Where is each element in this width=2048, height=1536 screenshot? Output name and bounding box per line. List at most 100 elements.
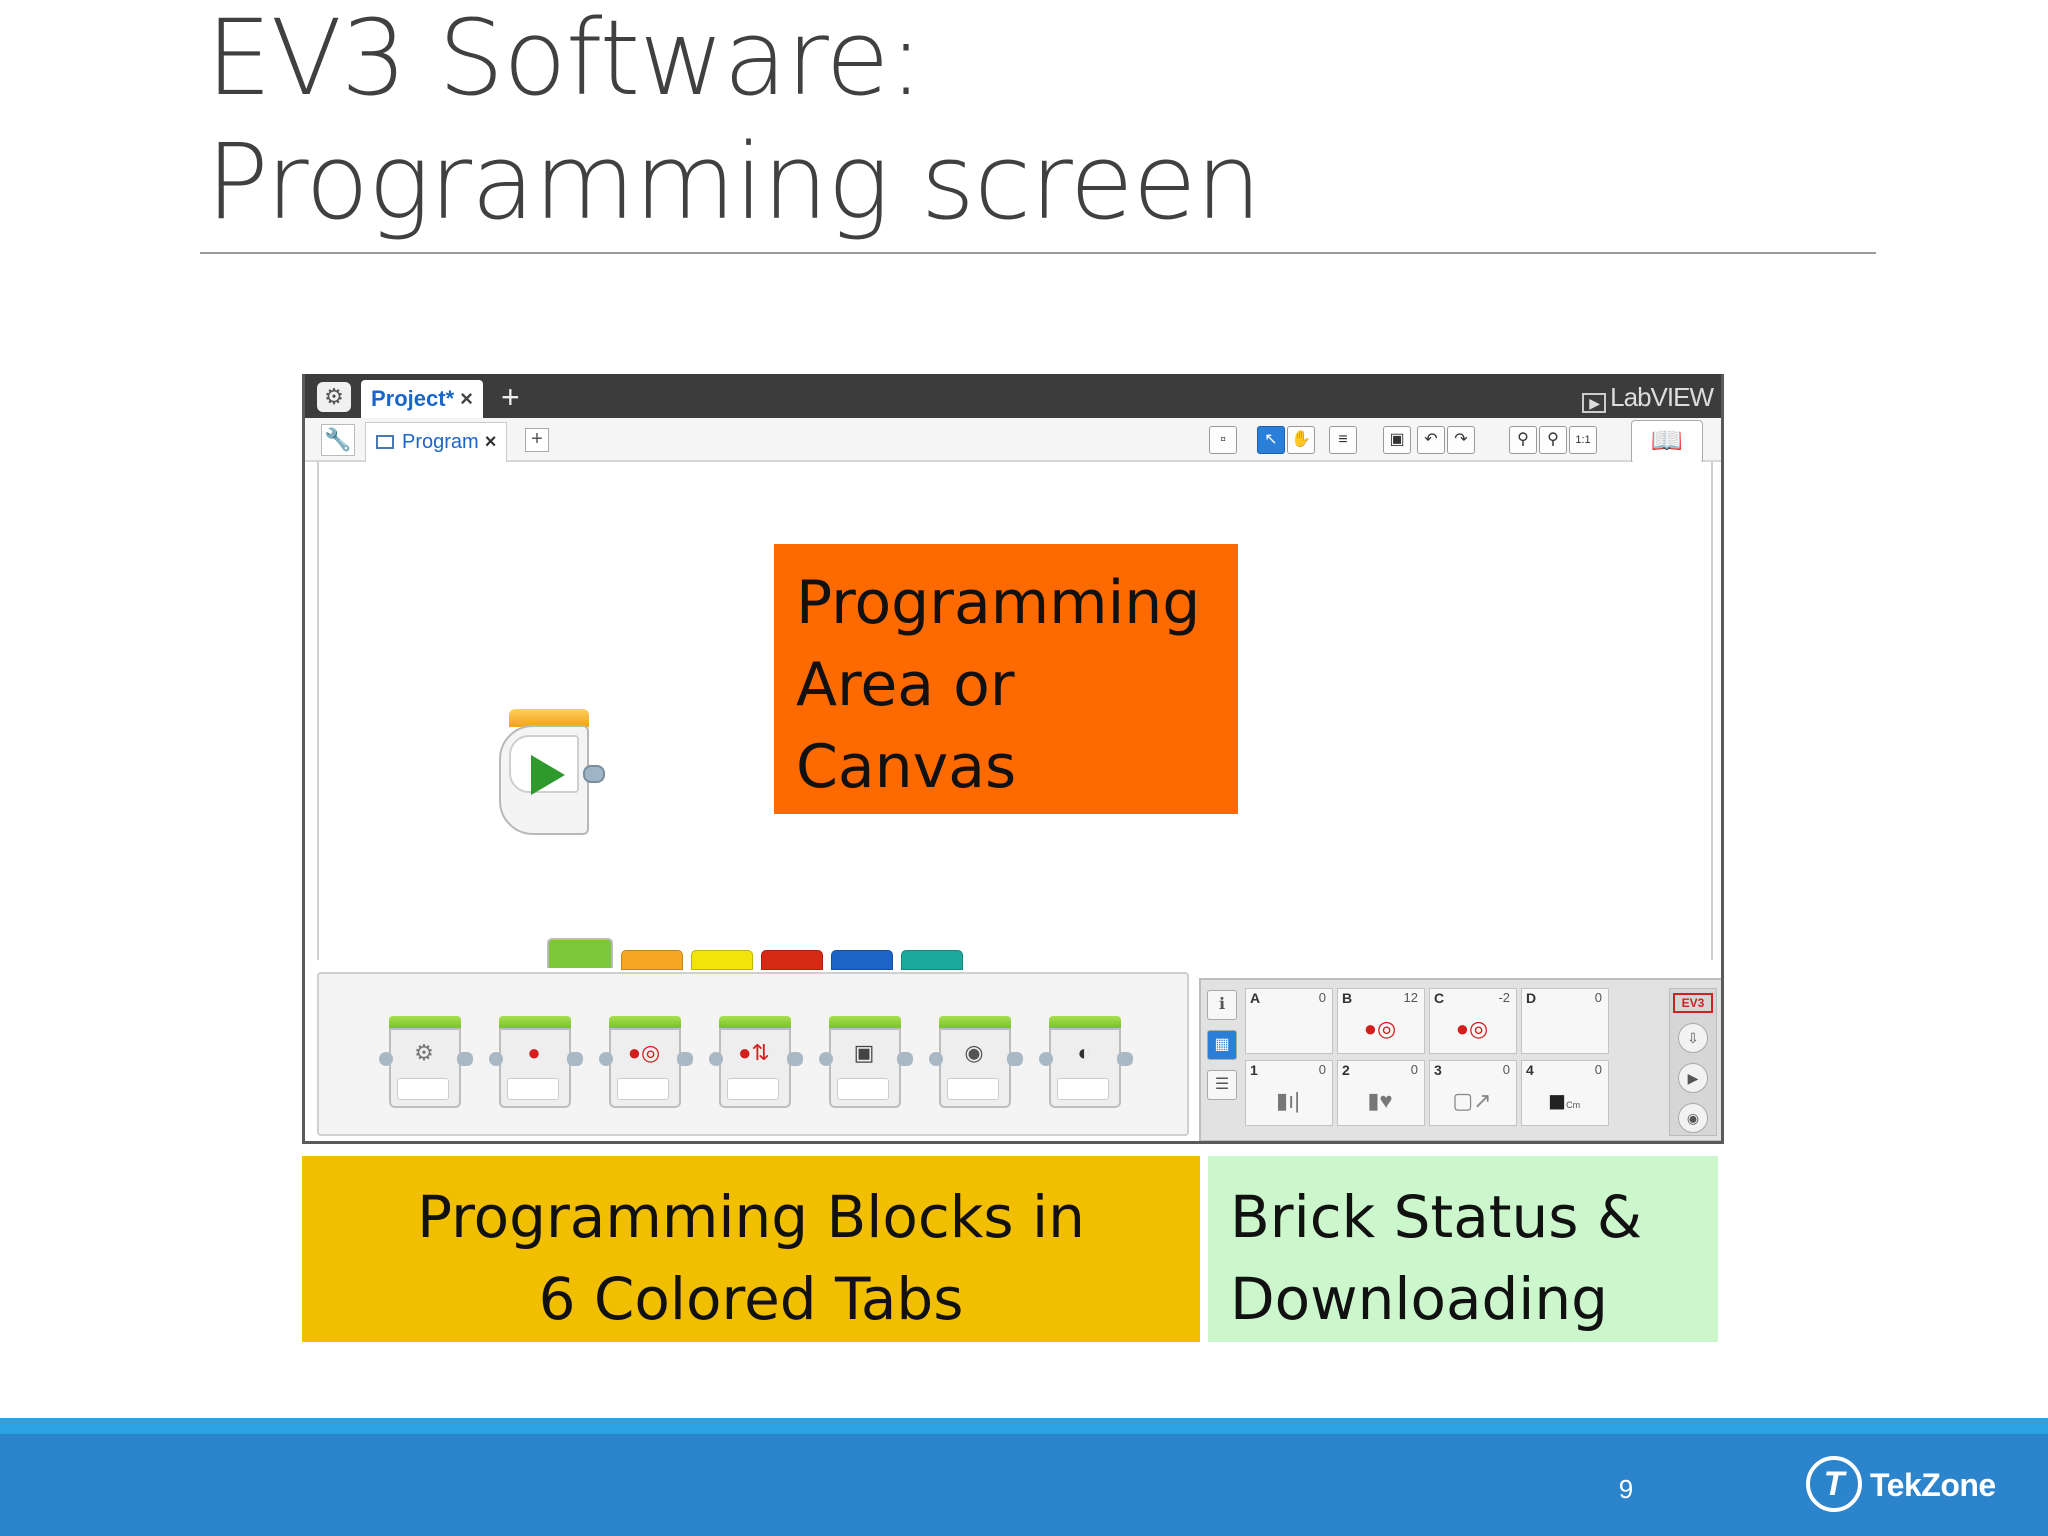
add-program-button[interactable]: +: [525, 428, 549, 452]
labview-text: LabVIEW: [1610, 382, 1714, 412]
select-pointer-icon[interactable]: ↖: [1257, 426, 1285, 454]
port-value: 0: [1410, 1062, 1418, 1077]
blocks-callout-line1: Programming Blocks in: [417, 1183, 1085, 1251]
project-tab[interactable]: Project*×: [361, 380, 484, 418]
hardware-page-tabs: ℹ ▦ ☰: [1207, 990, 1241, 1134]
title-divider: [200, 252, 1876, 254]
port-value: -2: [1498, 990, 1510, 1005]
move-steering-icon: ●◎: [627, 1040, 661, 1065]
brick-callout: Brick Status & Downloading: [1208, 1156, 1718, 1342]
sound-block[interactable]: ◉: [929, 1016, 1023, 1108]
project-tab-bar: ⚙ Project*× + ▶LabVIEW: [305, 374, 1721, 418]
large-motor-block[interactable]: ●: [489, 1016, 583, 1108]
port-value: 0: [1594, 990, 1602, 1005]
port-label: C: [1434, 990, 1445, 1006]
new-document-icon[interactable]: ▫: [1209, 426, 1237, 454]
palette-tab-flow-control[interactable]: [621, 950, 683, 970]
large-motor-icon: ●: [527, 1040, 541, 1065]
medium-motor-block[interactable]: ⚙: [379, 1016, 473, 1108]
brick-info-icon[interactable]: ℹ: [1207, 990, 1237, 1020]
palette-tab-data-operations[interactable]: [761, 950, 823, 970]
ultrasonic-sensor-icon: ◼Cm: [1547, 1088, 1581, 1113]
port-value: 0: [1318, 990, 1326, 1005]
labview-icon: ▶: [1582, 393, 1607, 413]
slide-title-line2: Programming screen: [206, 121, 1261, 243]
programming-palette: ⚙ ● ●◎ ●⇅ ▣ ◉ ◐: [317, 972, 1189, 1136]
sensor-unit: Cm: [1566, 1100, 1581, 1110]
program-icon: [376, 435, 394, 449]
port-label: 2: [1342, 1062, 1350, 1078]
save-icon[interactable]: ▣: [1383, 426, 1411, 454]
port-value: 12: [1403, 990, 1418, 1005]
close-icon[interactable]: ×: [484, 431, 497, 453]
slide-title-line1: EV3 Software:: [206, 0, 924, 119]
port-value: 0: [1318, 1062, 1326, 1077]
program-toolbar: 🔧 Program× + ▫ ↖ ✋ ≡ ▣ ↶ ↷ ⚲ ⚲ 1:1 📖: [305, 418, 1721, 464]
port-1: 1 0 ▮ı|: [1245, 1060, 1333, 1126]
download-and-run-icon[interactable]: ▶: [1678, 1063, 1708, 1093]
touch-sensor-icon: ▮ı|: [1276, 1088, 1300, 1113]
add-project-button[interactable]: +: [501, 379, 520, 415]
comment-icon[interactable]: ≡: [1329, 426, 1357, 454]
run-selected-icon[interactable]: ◉: [1678, 1103, 1708, 1133]
page-number: 9: [1618, 1474, 1634, 1504]
port-label: D: [1526, 990, 1537, 1006]
large-motor-icon: ●◎: [1363, 1016, 1397, 1041]
port-b: B 12 ●◎: [1337, 988, 1425, 1054]
port-label: B: [1342, 990, 1353, 1006]
program-tab-label: Program: [402, 431, 479, 453]
port-view-icon[interactable]: ▦: [1207, 1030, 1237, 1060]
blocks-callout-line2: 6 Colored Tabs: [538, 1265, 964, 1333]
palette-tab-sensor[interactable]: [691, 950, 753, 970]
start-block[interactable]: [499, 709, 605, 835]
move-tank-icon: ●⇅: [738, 1040, 770, 1065]
slide-title: EV3 Software: Programming screen: [206, 0, 1261, 244]
tekzone-logo-icon: T: [1806, 1456, 1862, 1512]
lobby-gear-icon[interactable]: ⚙: [317, 382, 351, 412]
sound-icon: ◉: [964, 1040, 984, 1065]
program-tab[interactable]: Program×: [365, 422, 508, 462]
sequence-plug-icon[interactable]: [583, 765, 605, 783]
port-c: C-2●◎: [1429, 988, 1517, 1054]
pan-hand-icon[interactable]: ✋: [1287, 426, 1315, 454]
project-properties-wrench-icon[interactable]: 🔧: [321, 424, 355, 456]
play-icon: [531, 755, 565, 795]
redo-icon[interactable]: ↷: [1447, 426, 1475, 454]
ev3-brick-badge: EV3: [1673, 993, 1713, 1013]
download-icon[interactable]: ⇩: [1678, 1023, 1708, 1053]
start-block-header: [509, 709, 589, 727]
project-tab-label: Project*: [371, 386, 455, 411]
palette-tab-my-blocks[interactable]: [901, 950, 963, 970]
display-block[interactable]: ▣: [819, 1016, 913, 1108]
move-tank-block[interactable]: ●⇅: [709, 1016, 803, 1108]
close-icon[interactable]: ×: [460, 386, 474, 411]
zoom-reset-button[interactable]: 1:1: [1569, 426, 1597, 454]
palette-tab-advanced[interactable]: [831, 950, 893, 970]
move-steering-block[interactable]: ●◎: [599, 1016, 693, 1108]
undo-icon[interactable]: ↶: [1417, 426, 1445, 454]
footer-stripe: [0, 1418, 2048, 1434]
brick-status-light-block[interactable]: ◐: [1039, 1016, 1133, 1108]
brick-callout-line2: Downloading: [1230, 1265, 1608, 1333]
port-label: A: [1250, 990, 1261, 1006]
available-bricks-icon[interactable]: ☰: [1207, 1070, 1237, 1100]
canvas-callout-line1: Programming: [796, 568, 1201, 638]
status-light-icon: ◐: [1077, 1040, 1091, 1065]
port-label: 4: [1526, 1062, 1534, 1078]
canvas-callout: Programming Area or Canvas: [774, 544, 1238, 814]
palette-tab-action[interactable]: [547, 938, 613, 968]
zoom-in-icon[interactable]: ⚲: [1539, 426, 1567, 454]
content-editor-book-icon[interactable]: 📖: [1631, 420, 1703, 464]
brick-callout-line1: Brick Status &: [1230, 1183, 1643, 1251]
slide-footer: [0, 1434, 2048, 1536]
display-icon: ▣: [853, 1040, 875, 1065]
port-label: 1: [1250, 1062, 1258, 1078]
port-label: 3: [1434, 1062, 1442, 1078]
blocks-callout: Programming Blocks in 6 Colored Tabs: [302, 1156, 1200, 1342]
zoom-out-icon[interactable]: ⚲: [1509, 426, 1537, 454]
